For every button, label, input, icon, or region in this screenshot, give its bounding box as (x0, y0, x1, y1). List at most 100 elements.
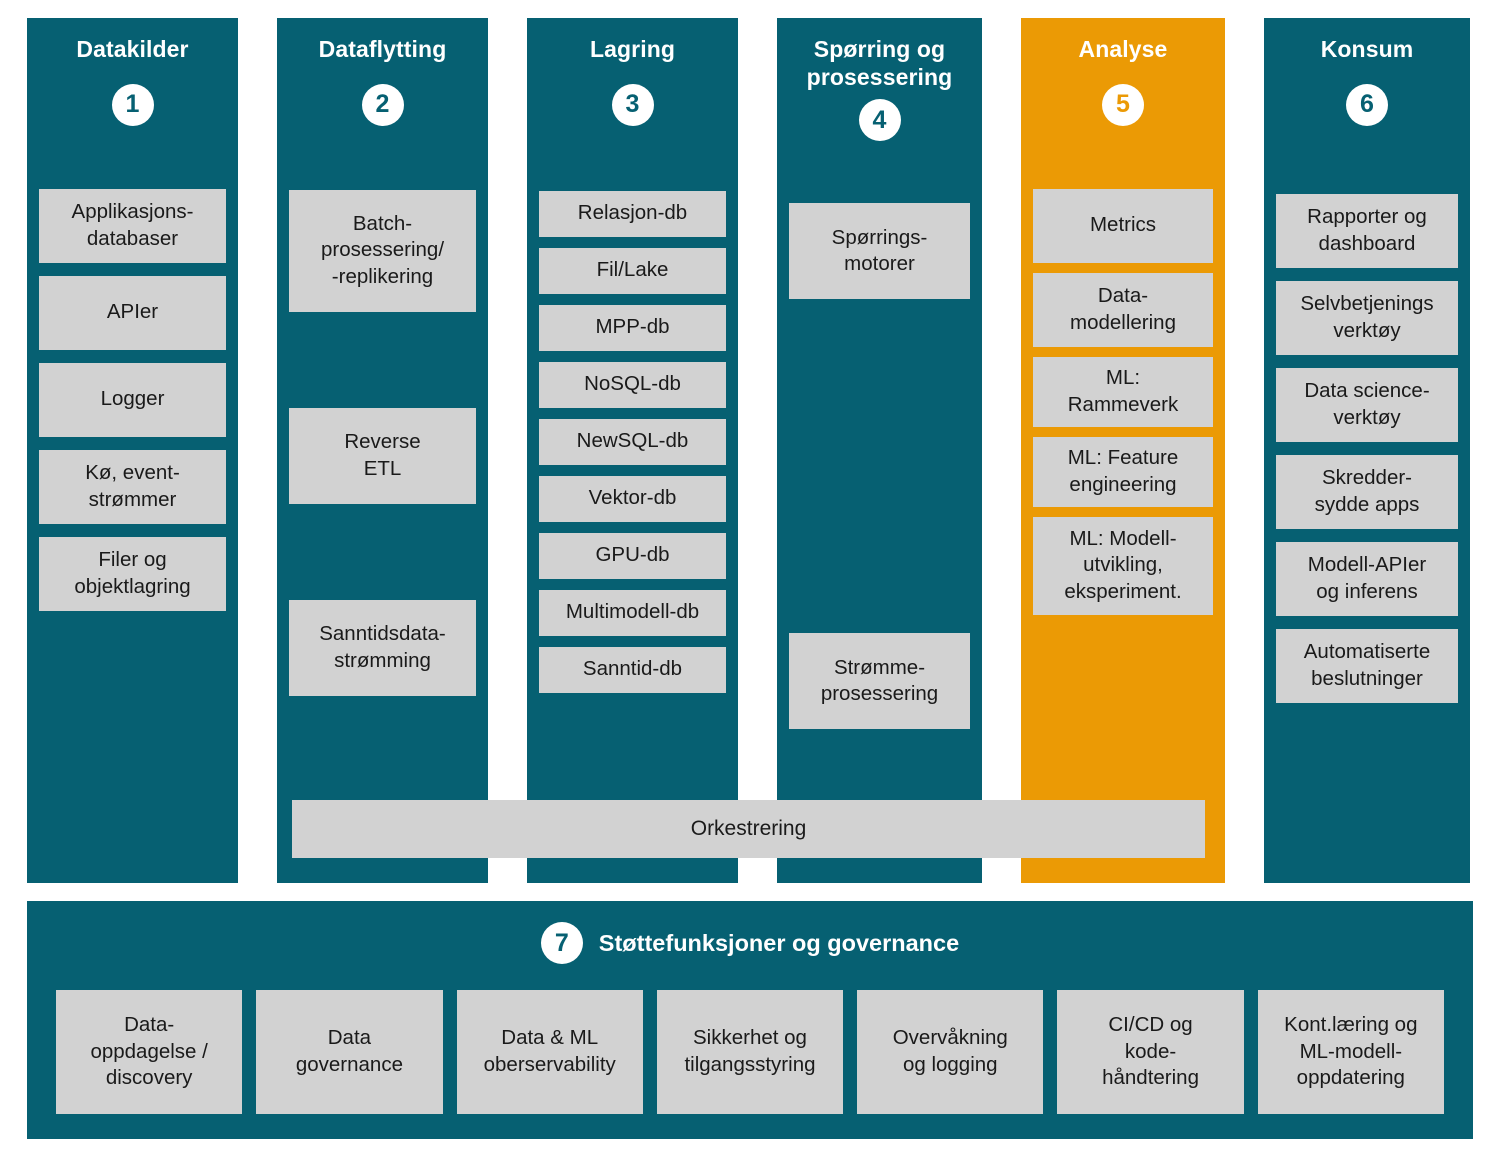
support-item-box[interactable]: Data-oppdagelse /discovery (56, 990, 243, 1114)
stage-item-box[interactable]: Multimodell-db (539, 589, 726, 636)
stage-item-label: NewSQL-db (576, 429, 689, 453)
stage-item-box[interactable]: NoSQL-db (539, 361, 726, 408)
stage-item-label: ML: Modell-utvikling,eksperiment. (1064, 527, 1182, 603)
stage-item-label: Data-modellering (1070, 284, 1176, 334)
stage-item-label: Spørrings-motorer (831, 225, 928, 276)
stage-item-box[interactable]: Batch-prosessering/-replikering (289, 189, 476, 312)
stage-item-label: Multimodell-db (565, 600, 700, 624)
stage-item-label: Applikasjons-databaser (71, 200, 194, 250)
stage-item-box[interactable]: ML: Modell-utvikling,eksperiment. (1033, 516, 1213, 615)
stage-item-label: Data science-verktøy (1304, 379, 1430, 429)
stage-item-label: MPP-db (595, 315, 670, 339)
stage-item-label: Sanntidsdata-strømming (319, 622, 446, 672)
stage-number-badge: 6 (1346, 83, 1388, 126)
stage-title: Analyse (1078, 36, 1168, 62)
stage-title: Lagring (589, 36, 676, 62)
stage-item-box[interactable]: Vektor-db (539, 475, 726, 522)
stage-item-box[interactable]: Spørrings-motorer (789, 203, 970, 300)
stage-item-box[interactable]: Applikasjons-databaser (39, 188, 226, 263)
stage-item-label: GPU-db (595, 543, 670, 567)
stage-item-label: Strømme-prosessering (820, 655, 939, 706)
stage-title: Konsum (1320, 36, 1414, 62)
stage-item-label: Sanntid-db (582, 657, 683, 681)
stage-item-box[interactable]: Fil/Lake (539, 247, 726, 294)
support-item-label: Data-oppdagelse /discovery (90, 1013, 208, 1090)
stage-item-box[interactable]: Logger (39, 362, 226, 437)
stage-number-badge: 4 (858, 99, 901, 142)
stage-number-badge: 1 (111, 83, 154, 126)
stage-item-label: Fil/Lake (596, 258, 669, 282)
stage-item-box[interactable]: APIer (39, 275, 226, 350)
stage-item-box[interactable]: MPP-db (539, 304, 726, 351)
stage-item-box[interactable]: Kø, event-strømmer (39, 449, 226, 524)
stage-item-label: APIer (106, 300, 159, 324)
stage-item-box[interactable]: Metrics (1033, 188, 1213, 263)
stage-item-label: Logger (100, 387, 165, 411)
stage-item-label: ML:Rammeverk (1067, 366, 1179, 416)
stage-number-badge: 5 (1102, 83, 1144, 126)
stage-item-box[interactable]: ML:Rammeverk (1033, 356, 1213, 427)
stage-item-box[interactable]: Data-modellering (1033, 272, 1213, 347)
stage-item-box[interactable]: NewSQL-db (539, 418, 726, 465)
stage-item-box[interactable]: Sanntid-db (539, 646, 726, 693)
stage-item-label: Metrics (1089, 213, 1157, 237)
stage-item-box[interactable]: Strømme-prosessering (789, 633, 970, 730)
stage-item-box[interactable]: Sanntidsdata-strømming (289, 599, 476, 696)
stage-item-label: NoSQL-db (584, 372, 681, 396)
support-panel: 7 Støttefunksjoner og governance Data-op… (27, 901, 1473, 1139)
stage-item-label: Kø, event-strømmer (85, 461, 180, 511)
stage-title: Dataflytting (318, 36, 447, 62)
stage-item-box[interactable]: Relasjon-db (539, 190, 726, 237)
stage-number-badge: 2 (361, 83, 404, 126)
support-header: 7 Støttefunksjoner og governance (27, 922, 1473, 964)
orchestration-bar: Orkestrering (292, 800, 1205, 858)
stage-item-label: Relasjon-db (577, 201, 688, 225)
support-title: Støttefunksjoner og governance (598, 929, 960, 956)
support-number-badge: 7 (540, 922, 583, 964)
stage-item-box[interactable]: Data science-verktøy (1276, 367, 1458, 442)
stage-item-label: Skredder-sydde apps (1314, 466, 1420, 516)
stage-item-box[interactable]: GPU-db (539, 532, 726, 579)
stage-item-box[interactable]: Skredder-sydde apps (1276, 454, 1458, 529)
stage-number-badge: 3 (611, 83, 654, 126)
